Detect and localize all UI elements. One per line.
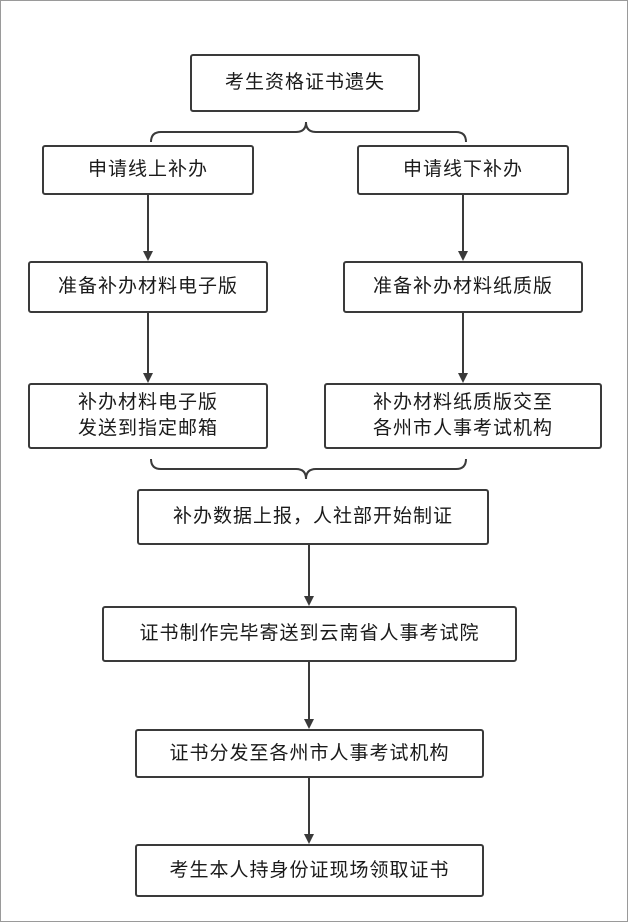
mail-label: 证书制作完毕寄送到云南省人事考试院 xyxy=(139,622,480,645)
online-branch-box: 申请线上补办 xyxy=(42,145,254,195)
collect-label: 考生本人持身份证现场领取证书 xyxy=(169,858,450,881)
online-branch-label: 申请线上补办 xyxy=(87,158,208,181)
collect-box: 考生本人持身份证现场领取证书 xyxy=(135,844,484,897)
split-brace xyxy=(150,121,467,143)
start-box: 考生资格证书遗失 xyxy=(190,54,420,112)
mail-box: 证书制作完毕寄送到云南省人事考试院 xyxy=(102,606,517,662)
distribute-box: 证书分发至各州市人事考试机构 xyxy=(135,729,484,778)
offline-prepare-box: 准备补办材料纸质版 xyxy=(343,261,583,313)
online-prepare-label: 准备补办材料电子版 xyxy=(57,275,238,298)
merge-brace xyxy=(150,458,467,480)
offline-prepare-label: 准备补办材料纸质版 xyxy=(372,275,553,298)
offline-send-box: 补办材料纸质版交至 各州市人事考试机构 xyxy=(324,383,602,449)
offline-branch-label: 申请线下补办 xyxy=(402,158,523,181)
online-send-line2: 发送到指定邮箱 xyxy=(77,417,218,439)
start-label: 考生资格证书遗失 xyxy=(224,71,385,94)
offline-send-line2: 各州市人事考试机构 xyxy=(372,417,553,439)
offline-send-line1: 补办材料纸质版交至 xyxy=(372,391,553,414)
distribute-label: 证书分发至各州市人事考试机构 xyxy=(169,741,450,764)
online-send-box: 补办材料电子版 发送到指定邮箱 xyxy=(28,383,268,449)
online-send-line1: 补办材料电子版 xyxy=(77,391,218,414)
offline-branch-box: 申请线下补办 xyxy=(357,145,569,195)
online-prepare-box: 准备补办材料电子版 xyxy=(28,261,268,313)
report-box: 补办数据上报，人社部开始制证 xyxy=(137,489,489,545)
report-label: 补办数据上报，人社部开始制证 xyxy=(172,505,453,528)
